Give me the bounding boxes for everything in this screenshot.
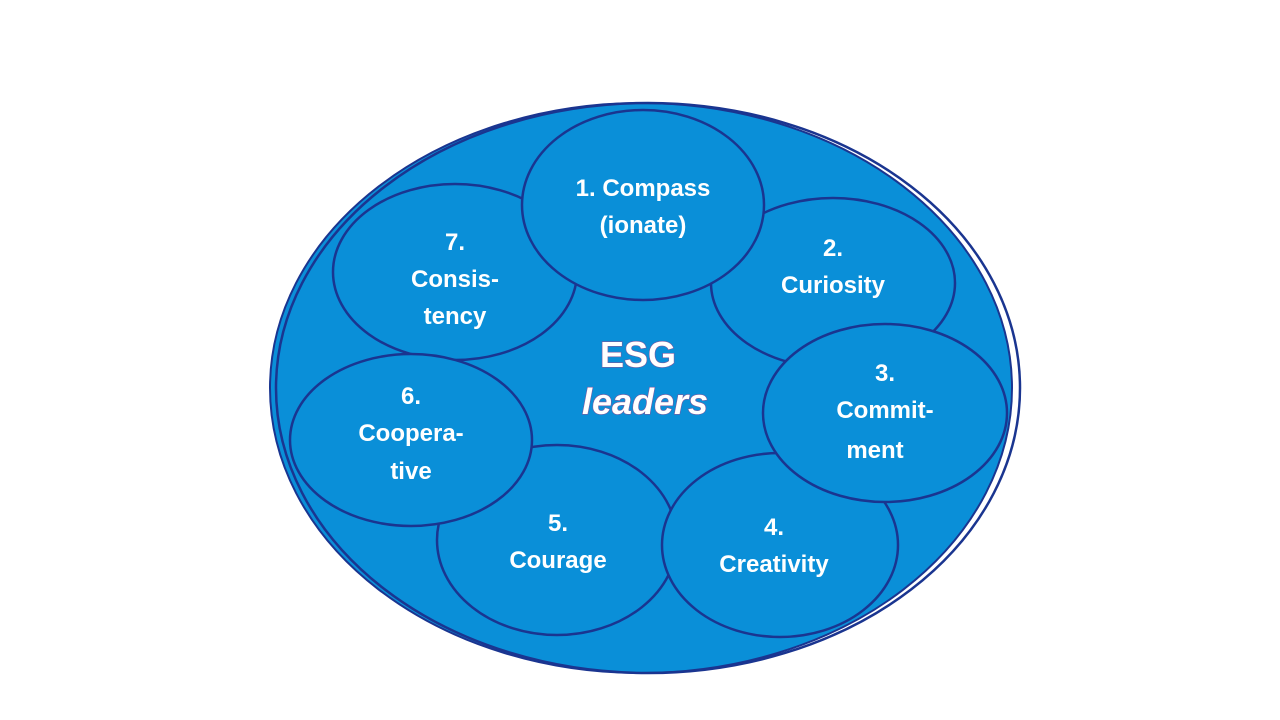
petal-5-line-1: 5. xyxy=(548,510,568,537)
petal-3: 3. Commit-ment xyxy=(761,322,1009,504)
petal-4-line-2: Creativity xyxy=(719,551,829,578)
center-title: ESG leaders xyxy=(582,334,708,422)
petal-5-line-2: Courage xyxy=(509,547,606,574)
petal-2-line-1: 2. xyxy=(823,235,843,262)
petal-7: 7. Consis-tency xyxy=(331,182,579,362)
petal-3-line-3: ment xyxy=(846,437,903,464)
center-line-1: ESG xyxy=(600,334,676,375)
petal-1-line-1: 1. Compass xyxy=(576,175,711,202)
svg-text:7.Consis-tency: 7. Consis-tency xyxy=(411,229,499,330)
petal-1-line-2: (ionate) xyxy=(600,212,687,239)
petal-1: 1. Compass (ionate) xyxy=(520,108,766,302)
petal-2-line-2: Curiosity xyxy=(781,272,886,299)
outer-ellipse-outline xyxy=(274,101,1022,675)
petal-6: 6. Coopera-tive xyxy=(288,352,534,528)
petal-7-line-2: Consis- xyxy=(411,266,499,293)
svg-text:5.Courage: 5. Courage xyxy=(509,510,606,574)
svg-text:4.Creativity: 4. Creativity xyxy=(719,514,829,578)
svg-text:3.Commit-ment: 3. Commit-ment xyxy=(836,360,933,464)
petal-6-line-3: tive xyxy=(390,458,431,485)
svg-text:1. Compass(ionate): 1. Compass (ionate) xyxy=(576,175,711,239)
petal-3-line-1: 3. xyxy=(875,360,895,387)
petal-7-line-1: 7. xyxy=(445,229,465,256)
petal-3-line-2: Commit- xyxy=(836,397,933,424)
petal-7-line-3: tency xyxy=(424,303,487,330)
petal-6-line-2: Coopera- xyxy=(358,420,463,447)
petal-6-line-1: 6. xyxy=(401,383,421,410)
petal-4-line-1: 4. xyxy=(764,514,784,541)
center-line-2: leaders xyxy=(582,381,708,422)
svg-text:6.Coopera-tive: 6. Coopera-tive xyxy=(358,383,463,485)
svg-text:2.Curiosity: 2. Curiosity xyxy=(781,235,886,299)
